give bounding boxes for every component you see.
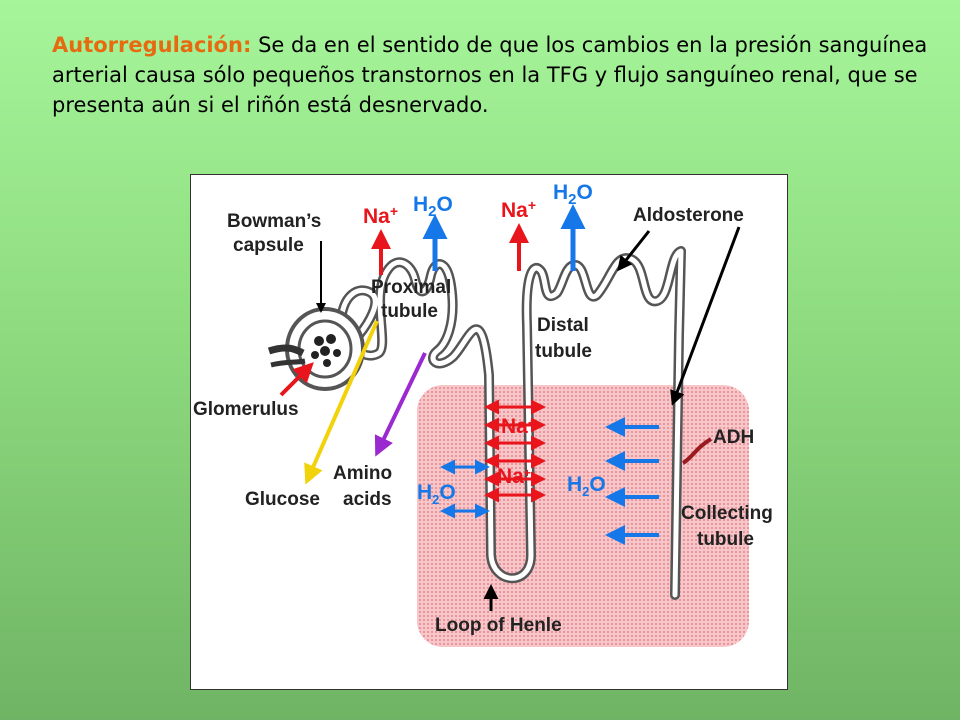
- medulla-region: [417, 385, 749, 647]
- glomerulus-shape: [311, 334, 341, 367]
- intro-paragraph: Autorregulación: Se da en el sentido de …: [52, 30, 932, 120]
- svg-text:Na+: Na+: [501, 197, 536, 222]
- glomerulus-pointer: [279, 362, 314, 397]
- svg-text:Na+: Na+: [363, 203, 398, 228]
- label-amino-line1: Amino: [333, 463, 392, 484]
- medulla-h2o-left: H2O: [417, 481, 456, 507]
- medulla-na-arrows: [484, 399, 546, 503]
- label-glomerulus: Glomerulus: [193, 399, 299, 420]
- aldosterone-pointer: [617, 230, 651, 272]
- svg-text:H2O: H2O: [417, 481, 456, 507]
- top-h2o-right: H2O: [553, 181, 593, 271]
- label-bowman-line1: Bowman’s: [227, 211, 321, 232]
- nephron-diagram: Bowman’s capsule Proximal tubule Distal …: [190, 174, 788, 690]
- intro-keyword: Autorregulación:: [52, 33, 252, 57]
- label-glucose: Glucose: [245, 489, 320, 510]
- collecting-h2o-arrows: [605, 417, 659, 545]
- svg-text:H2O: H2O: [553, 181, 593, 208]
- label-bowman-line2: capsule: [233, 235, 304, 256]
- medulla-h2o-left-arrows: [440, 459, 490, 519]
- label-collecting-line1: Collecting: [681, 503, 773, 524]
- label-collecting-line2: tubule: [697, 529, 754, 550]
- label-amino-line2: acids: [343, 489, 392, 510]
- label-proximal-line2: tubule: [381, 301, 438, 322]
- label-proximal-line1: Proximal: [371, 277, 451, 298]
- label-adh: ADH: [713, 427, 754, 448]
- label-loop-of-henle: Loop of Henle: [435, 615, 562, 636]
- top-h2o-left: H2O: [413, 193, 453, 271]
- nephron-svg: Bowman’s capsule Proximal tubule Distal …: [193, 181, 773, 647]
- svg-text:H2O: H2O: [567, 473, 606, 499]
- adh-pointer: [681, 437, 713, 465]
- svg-text:H2O: H2O: [413, 193, 453, 220]
- label-aldosterone: Aldosterone: [633, 205, 744, 226]
- aldosterone-pointer-2: [670, 226, 741, 406]
- amino-arrow: [374, 352, 427, 457]
- top-na-left: Na+: [363, 203, 398, 275]
- label-distal-line1: Distal: [537, 315, 589, 336]
- intro-text: Se da en el sentido de que los cambios e…: [52, 33, 928, 117]
- medulla-h2o-right: H2O: [567, 473, 606, 499]
- top-na-right: Na+: [501, 197, 536, 271]
- label-distal-line2: tubule: [535, 341, 592, 362]
- glucose-arrow: [304, 320, 379, 485]
